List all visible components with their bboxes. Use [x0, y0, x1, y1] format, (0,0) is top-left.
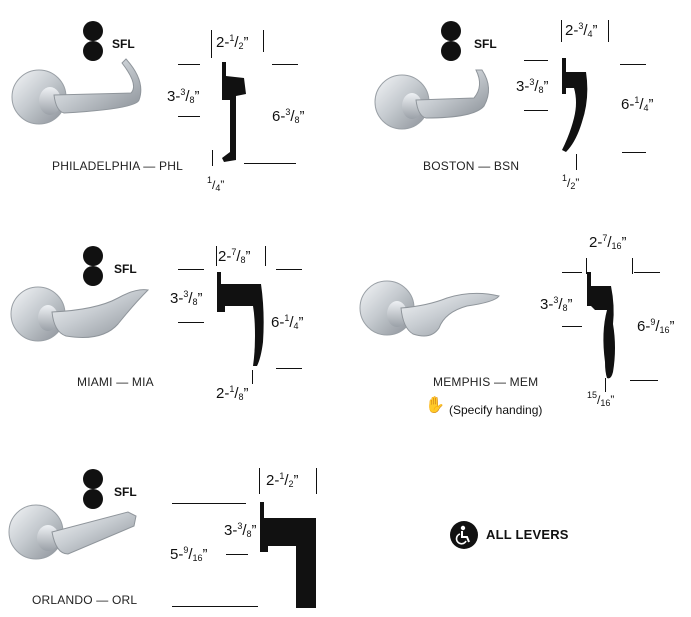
lever-image [359, 280, 500, 337]
tip-dimension: 1/2” [562, 173, 580, 191]
width-dimension: 2-7/16” [589, 233, 627, 251]
lever-profile [217, 272, 264, 366]
lever-image [374, 69, 489, 130]
length-dimension: 6-3/8” [272, 107, 305, 125]
wheelchair-icon [450, 521, 478, 549]
tip-dimension: 1/4” [207, 175, 225, 193]
tip-dimension: 15/16” [587, 390, 615, 408]
specify-handing-note: (Specify handing) [449, 403, 543, 417]
lever-profile [562, 58, 588, 152]
rose-dimension: 3-3/8” [224, 521, 257, 539]
lever-profile [260, 502, 316, 608]
product-name: PHILADELPHIA — PHL [52, 159, 183, 173]
length-dimension: 6-9/16” [637, 317, 675, 335]
rose-dimension: 3-3/8” [540, 295, 573, 313]
sfl-badge-icon [83, 246, 103, 286]
width-dimension: 2-1/2” [266, 471, 299, 489]
width-dimension: 2-1/2” [216, 33, 249, 51]
lever-profile [587, 272, 615, 379]
product-name: MEMPHIS — MEM [433, 375, 539, 389]
lever-image [10, 286, 150, 342]
length-dimension: 5-9/16” [170, 545, 208, 563]
rose-dimension: 3-3/8” [167, 87, 200, 105]
sfl-label: SFL [114, 262, 137, 276]
rose-dimension: 3-3/8” [516, 77, 549, 95]
product-name: BOSTON — BSN [423, 159, 520, 173]
sfl-badge-icon [83, 21, 103, 61]
lever-image [8, 504, 137, 560]
all-levers-label: ALL LEVERS [486, 527, 569, 542]
length-dimension: 6-1/4” [621, 95, 654, 113]
lever-profile [222, 62, 246, 162]
width-dimension: 2-3/4” [565, 21, 598, 39]
hand-icon: ✋ [425, 397, 445, 414]
lever-image [11, 58, 142, 125]
tip-dimension: 2-1/8” [216, 384, 249, 402]
product-name: MIAMI — MIA [77, 375, 154, 389]
product-name: ORLANDO — ORL [32, 593, 138, 607]
sfl-label: SFL [474, 37, 497, 51]
sfl-label: SFL [114, 485, 137, 499]
sfl-badge-icon [441, 21, 461, 61]
rose-dimension: 3-3/8” [170, 289, 203, 307]
sfl-badge-icon [83, 469, 103, 509]
width-dimension: 2-7/8” [218, 247, 251, 265]
sfl-label: SFL [112, 37, 135, 51]
length-dimension: 6-1/4” [271, 313, 304, 331]
